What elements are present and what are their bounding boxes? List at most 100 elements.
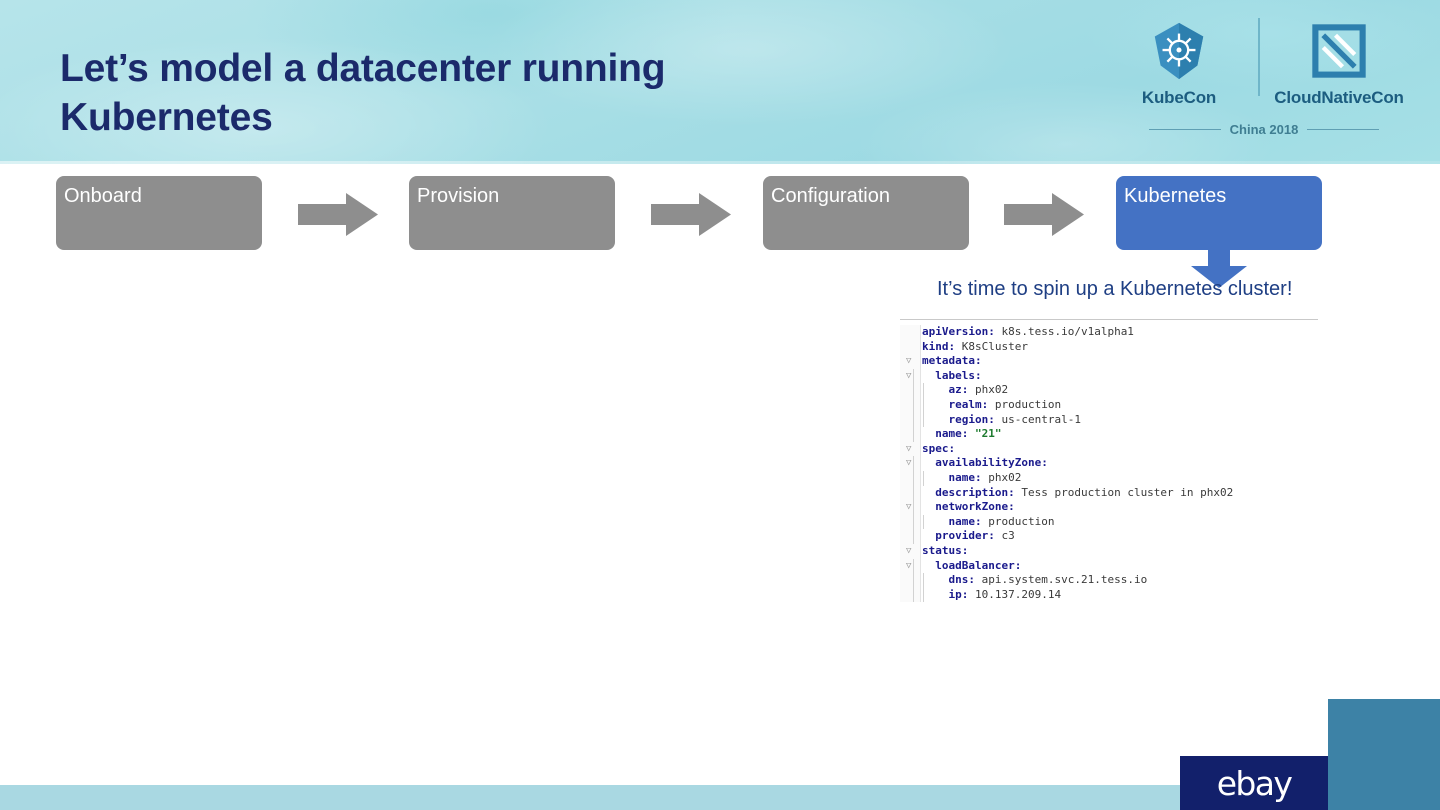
footer-strip	[0, 785, 1180, 810]
code-indent	[922, 383, 949, 396]
header-band: Let’s model a datacenter running Kuberne…	[0, 0, 1440, 164]
ebay-wordmark: ebay	[1216, 763, 1293, 803]
logo-divider	[1258, 18, 1260, 96]
code-line: ▽ loadBalancer:	[906, 558, 1318, 574]
indent-guide	[913, 456, 914, 471]
flow-step-label: Kubernetes	[1124, 185, 1227, 207]
code-indent	[922, 486, 935, 499]
code-fold-toggle-icon[interactable]: ▽	[906, 560, 912, 571]
yaml-key: name:	[935, 427, 969, 441]
code-line: ▽ spec:	[906, 441, 1318, 457]
yaml-value: api.system.svc.21.tess.io	[975, 573, 1148, 587]
code-line: kind: K8sCluster	[922, 340, 1318, 355]
yaml-key: name:	[948, 514, 982, 528]
edition-label: China 2018	[1229, 122, 1299, 137]
indent-guide	[913, 427, 914, 442]
code-line: apiVersion: k8s.tess.io/v1alpha1	[922, 325, 1318, 340]
indent-guide	[923, 573, 924, 588]
yaml-value: "21"	[968, 427, 1002, 441]
kubecon-label: KubeCon	[1141, 88, 1217, 107]
yaml-key: loadBalancer:	[935, 558, 1022, 572]
code-line: az: phx02	[913, 383, 1318, 398]
kubernetes-helm-icon	[1148, 18, 1210, 84]
code-indent	[922, 413, 949, 426]
flow-step-label: Onboard	[64, 185, 142, 207]
indent-guide	[923, 587, 924, 603]
code-indent	[922, 559, 935, 572]
code-indent	[922, 529, 935, 542]
indent-guide	[913, 573, 914, 588]
indent-guide	[913, 368, 914, 384]
yaml-key: az:	[948, 383, 969, 397]
yaml-key: spec:	[922, 441, 956, 455]
code-line: name: phx02	[913, 470, 1318, 486]
code-line: ▽ availabilityZone:	[906, 456, 1318, 471]
code-fold-gutter[interactable]	[900, 325, 921, 603]
yaml-key: metadata:	[922, 354, 982, 368]
yaml-value: c3	[994, 529, 1015, 543]
yaml-key: availabilityZone:	[935, 456, 1048, 470]
yaml-key: description:	[935, 485, 1015, 499]
code-indent	[922, 369, 935, 382]
indent-guide	[913, 397, 914, 413]
yaml-key: realm:	[948, 397, 989, 411]
down-arrow-icon	[1190, 248, 1248, 288]
indent-guide	[913, 485, 914, 501]
yaml-key: kind:	[922, 339, 956, 353]
indent-guide	[923, 470, 924, 486]
cloudnativecon-logo: CloudNativeCon	[1264, 18, 1414, 108]
code-fold-toggle-icon[interactable]: ▽	[906, 370, 912, 381]
indent-guide	[913, 514, 914, 530]
flow-step-kubernetes[interactable]: Kubernetes	[1116, 176, 1322, 250]
indent-guide	[913, 412, 914, 428]
code-line: ip: 10.137.209.14	[913, 587, 1318, 603]
flow-step-provision[interactable]: Provision	[409, 176, 615, 250]
yaml-key: apiVersion:	[922, 325, 995, 338]
flow-arrow-3-icon	[1004, 192, 1084, 237]
code-line: ▽ labels:	[906, 368, 1318, 384]
code-line: name: "21"	[913, 427, 1318, 442]
code-indent	[922, 588, 949, 601]
code-fold-toggle-icon[interactable]: ▽	[906, 458, 912, 469]
flow-step-onboard[interactable]: Onboard	[56, 176, 262, 250]
indent-guide	[923, 514, 924, 530]
yaml-value: phx02	[968, 383, 1009, 397]
code-fold-toggle-icon[interactable]: ▽	[906, 356, 912, 367]
code-indent	[922, 573, 949, 586]
ebay-logo: ebay	[1180, 756, 1328, 810]
cluster-caption: It’s time to spin up a Kubernetes cluste…	[937, 278, 1293, 300]
code-line: description: Tess production cluster in …	[913, 485, 1318, 501]
yaml-value: us-central-1	[994, 412, 1081, 426]
process-flow: Onboard Provision Configuration Kubernet…	[0, 176, 1440, 254]
yaml-key: name:	[948, 470, 982, 484]
indent-guide	[913, 500, 914, 515]
code-line: ▽ networkZone:	[906, 500, 1318, 515]
yaml-key: dns:	[948, 573, 976, 587]
edition-rule-right	[1307, 129, 1380, 130]
code-line: ▽ status:	[906, 543, 1318, 559]
conference-logos: KubeCon CloudNativeCon	[1104, 18, 1424, 150]
code-indent	[922, 515, 949, 528]
indent-guide	[913, 529, 914, 544]
code-indent	[922, 398, 949, 411]
flow-step-label: Configuration	[771, 185, 890, 207]
indent-guide	[913, 558, 914, 574]
edition-rule-left	[1148, 129, 1221, 130]
yaml-value: 10.137.209.14	[968, 587, 1062, 601]
indent-guide	[913, 383, 914, 398]
code-fold-toggle-icon[interactable]: ▽	[906, 545, 912, 556]
code-indent	[922, 427, 935, 440]
code-indent	[922, 456, 935, 469]
code-fold-toggle-icon[interactable]: ▽	[906, 443, 912, 454]
kubecon-logo: KubeCon	[1104, 18, 1254, 108]
yaml-value: Tess production cluster in phx02	[1014, 485, 1234, 499]
code-fold-toggle-icon[interactable]: ▽	[906, 502, 912, 513]
code-line: name: production	[913, 514, 1318, 530]
yaml-key: status:	[922, 543, 969, 557]
yaml-key: ip:	[948, 587, 969, 601]
code-line: realm: production	[913, 397, 1318, 413]
flow-step-configuration[interactable]: Configuration	[763, 176, 969, 250]
